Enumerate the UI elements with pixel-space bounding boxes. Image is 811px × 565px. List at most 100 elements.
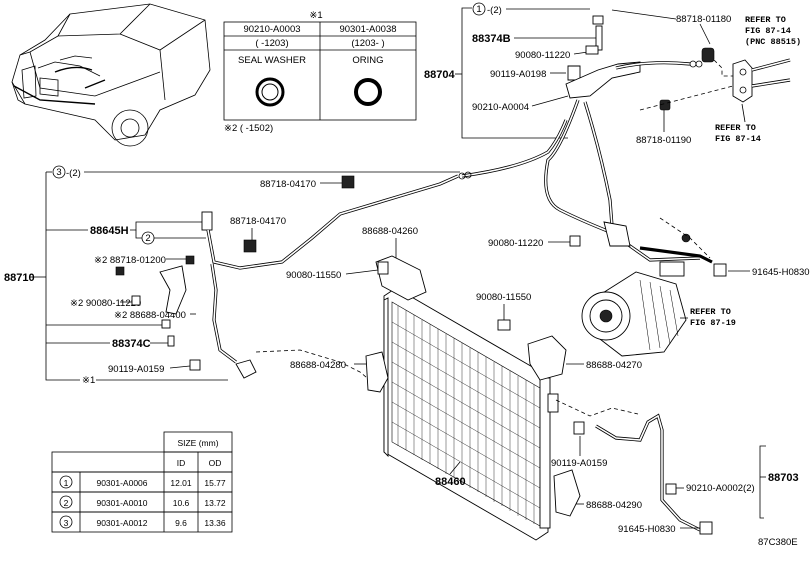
- expansion-valve-block: [732, 59, 753, 103]
- pipe-fitting-88704: [565, 61, 641, 99]
- label-90080-11220-left: ※2 90080-11220: [70, 298, 141, 309]
- label-88718-04170-mid: 88718-04170: [230, 216, 286, 227]
- size-row-id: 12.01: [170, 478, 192, 488]
- oring-part-no: 90301-A0038: [339, 24, 396, 35]
- size-table-row: 1 90301-A0006 12.01 15.77: [51, 471, 233, 493]
- label-88645h: 88645H: [90, 225, 129, 237]
- seal-washer-name: SEAL WASHER: [238, 55, 306, 66]
- seal-washer-range: ( -1203): [255, 38, 288, 49]
- svg-text:FIG 87-19: FIG 87-19: [690, 318, 736, 328]
- group-88704: 1 -(2) 88374B 90080-11220 88704 90119-A0…: [424, 2, 801, 264]
- size-row-mark: 2: [64, 498, 69, 508]
- label-90080-11550-right: 90080-11550: [476, 292, 531, 303]
- bolt-90080-11220-right-icon: [569, 235, 581, 247]
- size-row-part-no: 90301-A0006: [96, 478, 147, 488]
- ref-fig-87-19: REFER TO: [690, 307, 731, 317]
- size-table-row: 2 90301-A0010 10.6 13.72: [51, 491, 233, 513]
- label-88718-01190: 88718-01190: [636, 135, 691, 146]
- service-valve: [595, 25, 603, 51]
- svg-text:FIG 87-14: FIG 87-14: [745, 26, 791, 36]
- oring-name: ORING: [352, 55, 383, 66]
- bracket-88688-04270: [527, 335, 567, 381]
- cap-88718-01190-icon: [659, 99, 671, 111]
- ref-fig-87-14-pnc: REFER TO: [745, 15, 786, 25]
- group-88710: 88710 3 -(2) 88645H 2 ※2 88718-01200 ※2 …: [4, 119, 568, 386]
- cap-88374c-icon: [167, 335, 175, 347]
- label-90119-a0159-left: 90119-A0159: [108, 364, 164, 375]
- label-88688-04280: 88688-04280: [290, 360, 346, 371]
- bracket-88688-04280: [365, 351, 389, 393]
- size-row-od: 15.77: [204, 478, 226, 488]
- bolt-90119-a0159-icon: [189, 359, 201, 371]
- oring-icon: [354, 78, 382, 106]
- size-row-mark: 3: [64, 518, 69, 528]
- svg-text:(PNC 88515): (PNC 88515): [745, 37, 801, 47]
- label-90119-a0198: 90119-A0198: [490, 69, 546, 80]
- bolt-90080-11220-icon: [131, 295, 141, 306]
- label-88688-04270: 88688-04270: [586, 360, 642, 371]
- image-code: 87C380E: [758, 537, 798, 548]
- bolt-91645-top-icon: [713, 263, 727, 277]
- seal-marker-3-icon: [52, 165, 66, 179]
- cap-88374b: [592, 15, 604, 25]
- label-88703: 88703: [768, 472, 799, 484]
- valve-88645h: [201, 211, 213, 231]
- cap-88718-04170-mid-icon: [243, 239, 257, 253]
- fitting-lower: [235, 359, 257, 379]
- bolt-90119-a0159-right-icon: [573, 421, 585, 435]
- bolt-icon: [585, 45, 599, 55]
- seal-box-note-mark: ※1: [309, 10, 322, 21]
- size-table-col-id: ID: [177, 458, 186, 468]
- label-88704: 88704: [424, 69, 455, 81]
- clamp-icon: [161, 319, 171, 329]
- bolt-90119-icon: [567, 65, 581, 81]
- cap-icon: [185, 255, 195, 265]
- label-88374b: 88374B: [472, 33, 511, 45]
- cap-88718-01200-icon: [115, 266, 125, 276]
- label-88718-01180: 88718-01180: [676, 14, 731, 25]
- seal-marker-1-icon: [472, 2, 486, 16]
- size-row-id: 9.6: [175, 518, 187, 528]
- seal-3-count: -(2): [66, 168, 81, 179]
- label-88688-04290: 88688-04290: [586, 500, 642, 511]
- label-88688-04400: ※2 88688-04400: [114, 310, 186, 321]
- label-91645-h0830-top: 91645-H0830: [752, 267, 810, 278]
- label-90080-11220-top: 90080-11220: [515, 50, 570, 61]
- size-row-mark: 1: [64, 478, 69, 488]
- bolt-91645-bottom-icon: [699, 521, 713, 535]
- condenser-88460: [383, 287, 559, 541]
- size-row-id: 10.6: [173, 498, 190, 508]
- seal-washer-icon: [255, 77, 285, 107]
- oring-range: (1203- ): [351, 38, 384, 49]
- label-90119-a0159-right: 90119-A0159: [551, 458, 607, 469]
- cap-88718-01180-icon: [701, 47, 715, 63]
- bracket-88688-04290: [553, 469, 581, 517]
- label-90080-11550-left: 90080-11550: [286, 270, 341, 281]
- svg-text:1: 1: [476, 4, 481, 15]
- note-1-ref: ※1: [82, 375, 95, 386]
- ref-fig-87-14-a: REFER TO: [715, 123, 756, 133]
- bracket-88688-04260: [375, 255, 427, 301]
- size-row-od: 13.36: [204, 518, 226, 528]
- note-2-date-range: ※2 ( -1502): [224, 123, 273, 134]
- label-88710: 88710: [4, 272, 35, 284]
- size-row-part-no: 90301-A0010: [96, 498, 147, 508]
- size-table-title: SIZE (mm): [177, 438, 218, 448]
- svg-text:2: 2: [145, 233, 150, 244]
- group-88703: 90119-A0159 90210-A0002(2) 88703 91645-H…: [551, 399, 799, 535]
- size-row-od: 13.72: [204, 498, 226, 508]
- label-88718-04170-top: 88718-04170: [260, 179, 316, 190]
- label-90210-a0002: 90210-A0002(2): [686, 483, 755, 494]
- label-90080-11220-right: 90080-11220: [488, 238, 543, 249]
- seal-marker-icon: [59, 515, 73, 529]
- svg-text:FIG 87-14: FIG 87-14: [715, 134, 761, 144]
- bracket-88688-04400: [159, 265, 187, 315]
- label-88460: 88460: [435, 476, 466, 488]
- seal-marker-icon: [59, 475, 73, 489]
- label-91645-h0830-bottom: 91645-H0830: [618, 524, 676, 535]
- svg-text:3: 3: [56, 167, 61, 178]
- vehicle-illustration: [11, 3, 211, 147]
